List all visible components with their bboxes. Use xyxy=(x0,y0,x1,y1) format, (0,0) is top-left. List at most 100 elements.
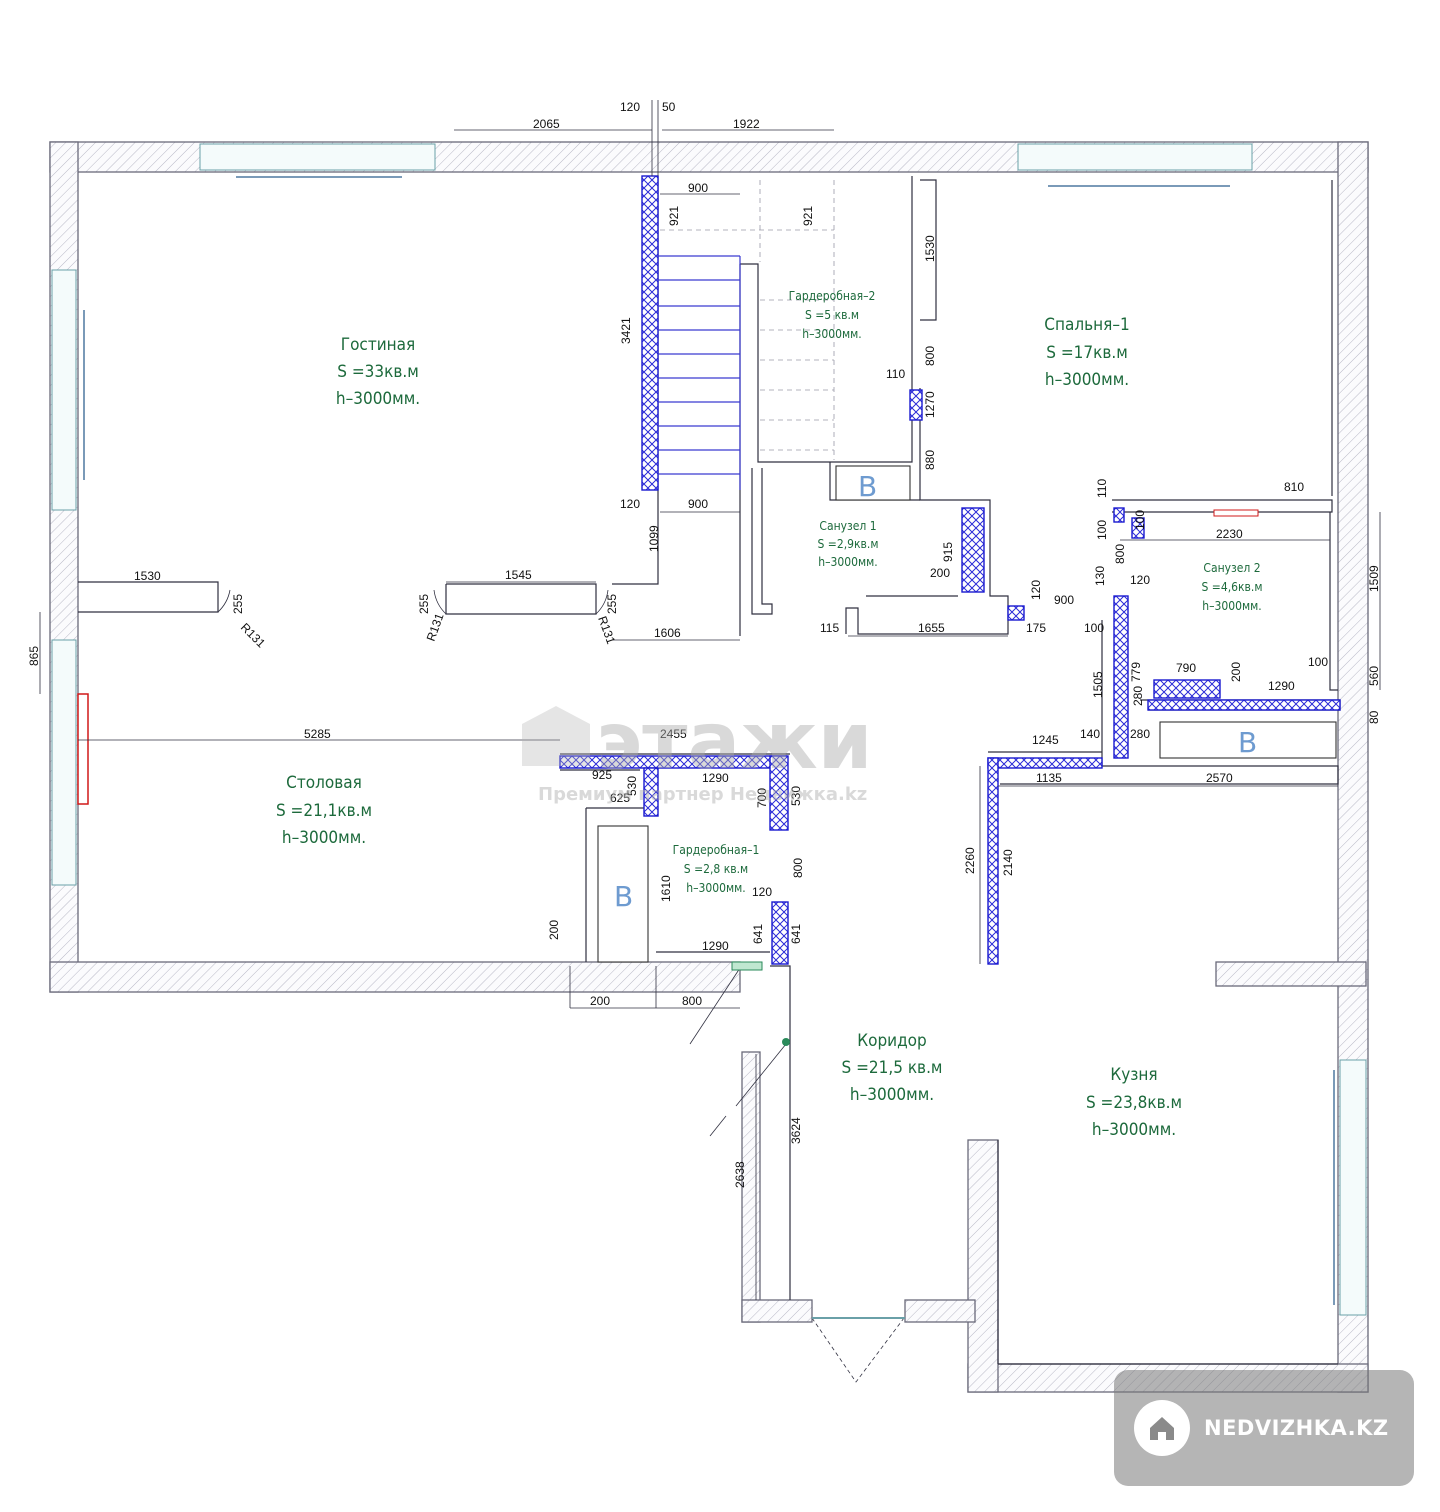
dim-label: 2570 xyxy=(1206,771,1233,785)
room-height: h–3000мм. xyxy=(1045,370,1129,390)
dim-label: 925 xyxy=(592,768,612,782)
dim-label: 2455 xyxy=(660,727,687,741)
room-area: S =17кв.м xyxy=(1046,343,1128,363)
dim-label: 800 xyxy=(682,994,702,1008)
dim-label: 641 xyxy=(751,924,765,944)
dim-label: 810 xyxy=(1284,480,1304,494)
room-name: Санузел 1 xyxy=(819,519,876,533)
fixture-label: B xyxy=(1238,726,1257,759)
room-name: Коридор xyxy=(857,1031,927,1051)
dim-label: 625 xyxy=(610,791,630,805)
dim-label: 1545 xyxy=(505,568,532,582)
dim-label: 120 xyxy=(1029,580,1043,600)
dim-label: 200 xyxy=(930,566,950,580)
watermark-caption: Премиум партнер Недвижка.kz xyxy=(538,784,867,805)
doors xyxy=(217,509,1259,1383)
dim-label: R131 xyxy=(595,614,618,646)
fixture-label: B xyxy=(858,470,877,503)
dim-label: R131 xyxy=(238,620,268,650)
dim-label: 110 xyxy=(886,367,905,381)
badge-text: NEDVIZHKA.KZ xyxy=(1204,1416,1389,1440)
dim-label: 779 xyxy=(1129,662,1143,682)
dim-label: 130 xyxy=(1093,566,1107,586)
dim-label: 100 xyxy=(1095,520,1109,540)
dim-label: 80 xyxy=(1367,710,1381,724)
dim-label: 2065 xyxy=(533,117,560,131)
dim-label: 110 xyxy=(1095,479,1109,498)
dim-label: 1099 xyxy=(647,525,661,552)
dim-label: 1290 xyxy=(702,771,729,785)
dim-label: 530 xyxy=(789,786,803,806)
dim-label: 1509 xyxy=(1367,565,1381,592)
watermark: этажи Премиум партнер Недвижка.kz xyxy=(522,697,872,805)
room-area: S =33кв.м xyxy=(337,362,419,382)
dim-label: 2140 xyxy=(1001,849,1015,876)
dim-label: 200 xyxy=(547,920,561,940)
dim-label: 1135 xyxy=(1036,771,1062,785)
dim-label: 200 xyxy=(1229,662,1243,682)
dim-label: 1290 xyxy=(1268,679,1295,693)
dim-label: 1606 xyxy=(654,626,681,640)
dim-label: 1530 xyxy=(134,569,161,583)
staircase xyxy=(641,175,741,491)
room-labels: Гостиная S =33кв.м h–3000мм. Спальня–1 S… xyxy=(276,289,1263,1140)
dim-label: 200 xyxy=(590,994,610,1008)
dim-label: 120 xyxy=(752,885,772,899)
dim-label: 800 xyxy=(923,346,937,366)
room-area: S =2,8 кв.м xyxy=(684,862,748,876)
dim-label: 50 xyxy=(662,100,676,114)
room-name: Гардеробная–2 xyxy=(789,289,876,303)
dim-label: 641 xyxy=(789,924,803,944)
dim-label: 255 xyxy=(231,594,245,614)
wardrobe-shelves xyxy=(660,180,835,460)
watermark-logo: этажи xyxy=(596,697,872,787)
dim-label: 100 xyxy=(1084,621,1104,635)
dim-label: 800 xyxy=(1113,544,1127,564)
room-area: S =21,5 кв.м xyxy=(842,1058,943,1078)
room-height: h–3000мм. xyxy=(1202,599,1261,613)
dim-label: 120 xyxy=(620,100,640,114)
dim-label: 3624 xyxy=(789,1117,803,1144)
dim-label: 175 xyxy=(1026,621,1046,635)
dim-label: 280 xyxy=(1131,686,1145,706)
dim-label: 921 xyxy=(667,206,681,226)
dim-label: 700 xyxy=(755,788,769,808)
room-height: h–3000мм. xyxy=(282,828,366,848)
dim-label: 255 xyxy=(417,594,431,614)
dim-label: 1505 xyxy=(1091,671,1105,698)
dim-label: 915 xyxy=(941,542,955,562)
dim-label: 530 xyxy=(625,776,639,796)
dim-label: 5285 xyxy=(304,727,331,741)
room-name: Санузел 2 xyxy=(1203,561,1260,575)
fixture-label: B xyxy=(614,880,633,913)
room-area: S =2,9кв.м xyxy=(818,537,879,551)
partitions xyxy=(559,389,1341,965)
room-name: Кузня xyxy=(1110,1065,1157,1085)
house-icon xyxy=(1134,1400,1190,1456)
room-height: h–3000мм. xyxy=(850,1085,934,1105)
dim-label: 2260 xyxy=(963,847,977,874)
dim-label: 2638 xyxy=(733,1161,747,1188)
room-area: S =5 кв.м xyxy=(805,308,859,322)
nedvizhka-badge: NEDVIZHKA.KZ xyxy=(1114,1370,1414,1486)
dim-label: 1655 xyxy=(918,621,945,635)
room-height: h–3000мм. xyxy=(686,881,745,895)
dim-label: 3421 xyxy=(619,317,633,344)
dim-label: 280 xyxy=(1130,727,1150,741)
dim-label: 900 xyxy=(688,181,708,195)
dim-label: 140 xyxy=(1080,727,1100,741)
room-area: S =23,8кв.м xyxy=(1086,1093,1182,1113)
dim-label: 2230 xyxy=(1216,527,1243,541)
dim-label: 100 xyxy=(1308,655,1328,669)
dim-label: 790 xyxy=(1176,661,1196,675)
dim-label: 1610 xyxy=(659,875,673,902)
room-height: h–3000мм. xyxy=(818,555,877,569)
dim-label: 1270 xyxy=(923,391,937,418)
dim-label: 120 xyxy=(620,497,640,511)
dim-label: 900 xyxy=(1054,593,1074,607)
dim-label: 880 xyxy=(923,450,937,470)
room-area: S =4,6кв.м xyxy=(1202,580,1263,594)
dim-label: 560 xyxy=(1367,666,1381,686)
dim-label: 900 xyxy=(688,497,708,511)
